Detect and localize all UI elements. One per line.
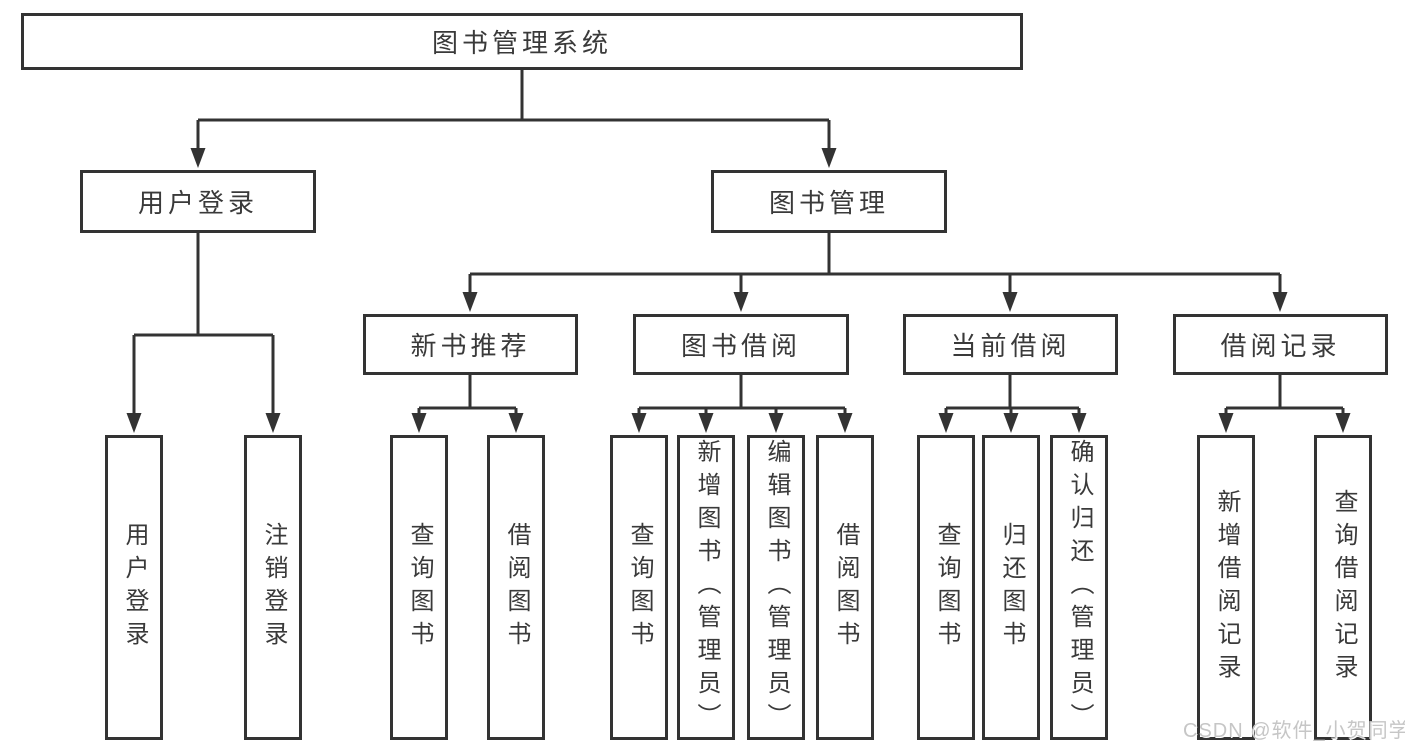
leaf-user-login: 用户登录 bbox=[105, 435, 163, 740]
node-user-login: 用户登录 bbox=[80, 170, 316, 233]
leaf-add-books-admin: 新增图书（管理员） bbox=[677, 435, 735, 740]
leaf-logout: 注销登录 bbox=[244, 435, 302, 740]
leaf-borrow-books-recommend: 借阅图书 bbox=[487, 435, 545, 740]
leaf-add-borrow-record: 新增借阅记录 bbox=[1197, 435, 1255, 740]
watermark: CSDN @软件_小贺同学 bbox=[1183, 720, 1405, 742]
node-book-borrowing: 图书借阅 bbox=[633, 314, 849, 375]
leaf-query-books-recommend: 查询图书 bbox=[390, 435, 448, 740]
leaf-edit-books-admin: 编辑图书（管理员） bbox=[747, 435, 805, 740]
leaf-query-books-borrow: 查询图书 bbox=[610, 435, 668, 740]
node-library-management-system: 图书管理系统 bbox=[21, 13, 1023, 70]
node-new-book-recommend: 新书推荐 bbox=[363, 314, 578, 375]
node-book-management: 图书管理 bbox=[711, 170, 947, 233]
leaf-return-books: 归还图书 bbox=[982, 435, 1040, 740]
node-current-borrowing: 当前借阅 bbox=[903, 314, 1118, 375]
leaf-confirm-return-admin: 确认归还（管理员） bbox=[1050, 435, 1108, 740]
node-borrowing-records: 借阅记录 bbox=[1173, 314, 1388, 375]
leaf-query-books-current: 查询图书 bbox=[917, 435, 975, 740]
leaf-query-borrow-record: 查询借阅记录 bbox=[1314, 435, 1372, 740]
leaf-borrow-books: 借阅图书 bbox=[816, 435, 874, 740]
